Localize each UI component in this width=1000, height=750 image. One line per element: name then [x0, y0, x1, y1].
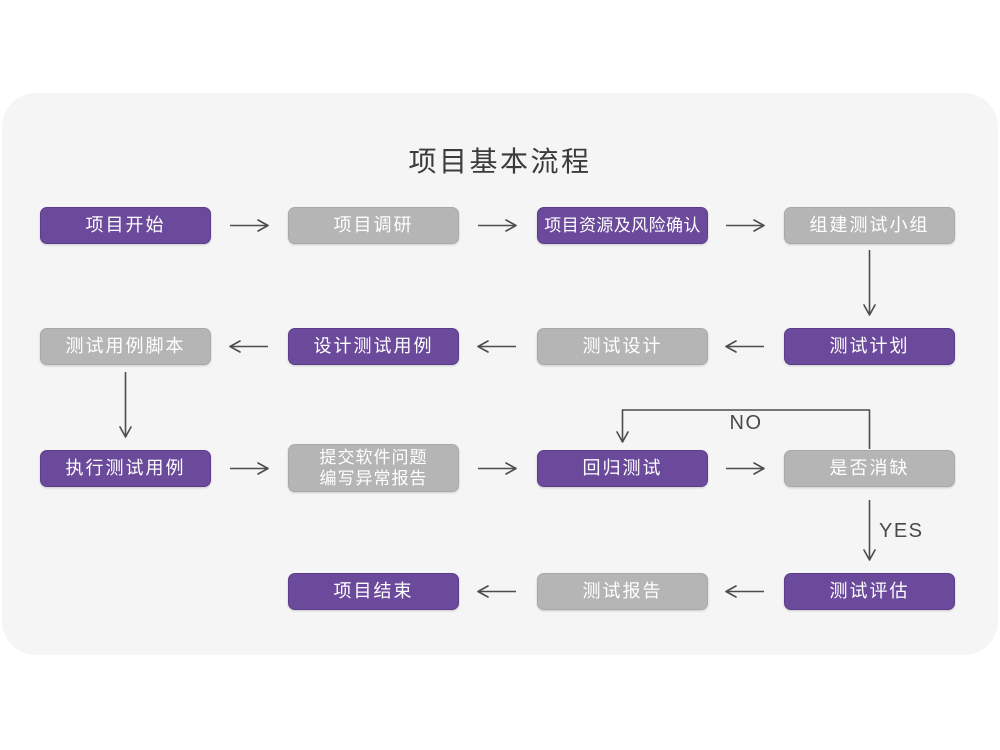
node-label: 测试报告	[582, 581, 663, 601]
yes-branch-label: YES	[879, 520, 924, 542]
node-label: 测试设计	[582, 336, 663, 356]
node-label: 项目调研	[333, 215, 414, 235]
node-project-research: 项目调研	[288, 207, 459, 244]
node-label: 项目结束	[333, 581, 414, 601]
node-label: 测试计划	[829, 336, 910, 356]
node-label: 组建测试小组	[809, 215, 930, 235]
node-label-line2: 编写异常报告	[319, 469, 428, 488]
node-resource-risk-confirm: 项目资源及风险确认	[537, 207, 708, 244]
node-label: 是否消缺	[829, 458, 910, 478]
node-build-test-team: 组建测试小组	[784, 207, 955, 244]
node-project-end: 项目结束	[288, 573, 459, 610]
node-label: 测试用例脚本	[65, 336, 186, 356]
node-execute-test-cases: 执行测试用例	[40, 450, 211, 487]
diagram-title: 项目基本流程	[408, 146, 592, 177]
node-label: 项目资源及风险确认	[544, 216, 701, 235]
node-defect-resolved-check: 是否消缺	[784, 450, 955, 487]
no-branch-label: NO	[729, 412, 763, 434]
node-test-design: 测试设计	[537, 328, 708, 365]
node-label: 执行测试用例	[65, 458, 186, 478]
node-test-evaluation: 测试评估	[784, 573, 955, 610]
node-test-case-script: 测试用例脚本	[40, 328, 211, 365]
node-label: 项目开始	[85, 215, 166, 235]
node-test-report: 测试报告	[537, 573, 708, 610]
node-label: 设计测试用例	[313, 336, 434, 356]
node-test-plan: 测试计划	[784, 328, 955, 365]
node-project-start: 项目开始	[40, 207, 211, 244]
node-submit-issue-report: 提交软件问题 编写异常报告	[288, 444, 459, 492]
node-label: 测试评估	[829, 581, 910, 601]
flowchart-card	[2, 93, 998, 655]
node-design-test-cases: 设计测试用例	[288, 328, 459, 365]
node-label-line1: 提交软件问题	[319, 448, 428, 467]
node-label: 回归测试	[582, 458, 663, 478]
node-regression-test: 回归测试	[537, 450, 708, 487]
